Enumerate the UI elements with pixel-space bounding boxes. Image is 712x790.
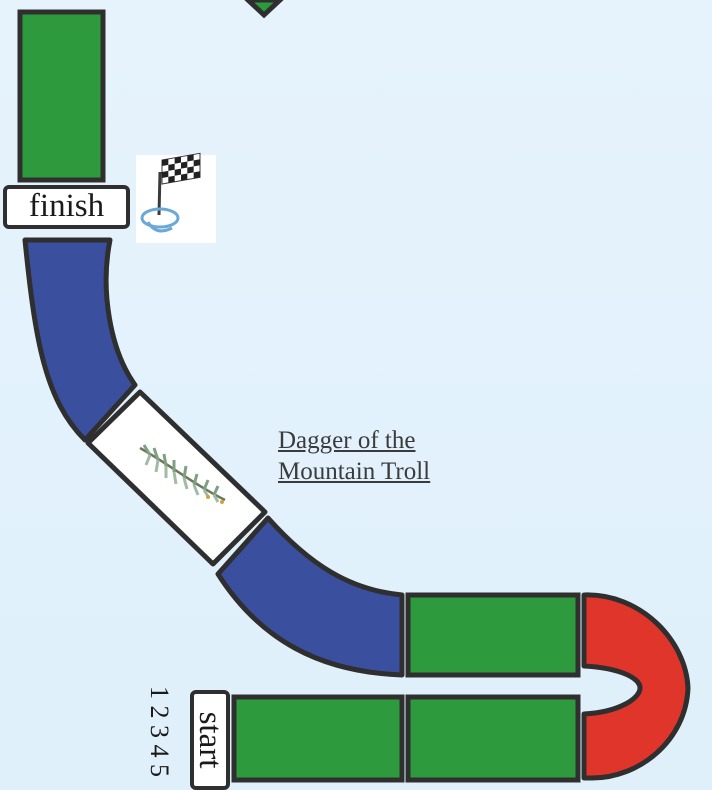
- item-link-line2[interactable]: Mountain Troll: [278, 456, 498, 487]
- top-diamond-space[interactable]: [248, 0, 280, 15]
- blue-space-lower[interactable]: [218, 518, 402, 675]
- green-space-start[interactable]: [234, 697, 402, 780]
- green-space-lower-right[interactable]: [408, 697, 578, 780]
- item-link[interactable]: Dagger of the Mountain Troll: [278, 425, 498, 487]
- checkered-flag-icon: [136, 153, 216, 243]
- start-text: start: [193, 712, 227, 769]
- start-label: start: [190, 690, 230, 790]
- player-numbers: 1 2 3 4 5: [140, 686, 180, 790]
- finish-text: finish: [29, 188, 104, 224]
- green-space-top[interactable]: [20, 12, 103, 180]
- player-numbers-text: 1 2 3 4 5: [144, 686, 174, 777]
- finish-label: finish: [3, 185, 130, 229]
- red-uturn-space[interactable]: [584, 595, 688, 778]
- item-space[interactable]: [88, 392, 265, 564]
- item-link-line1[interactable]: Dagger of the: [278, 425, 498, 456]
- green-space-upper-row[interactable]: [408, 595, 578, 675]
